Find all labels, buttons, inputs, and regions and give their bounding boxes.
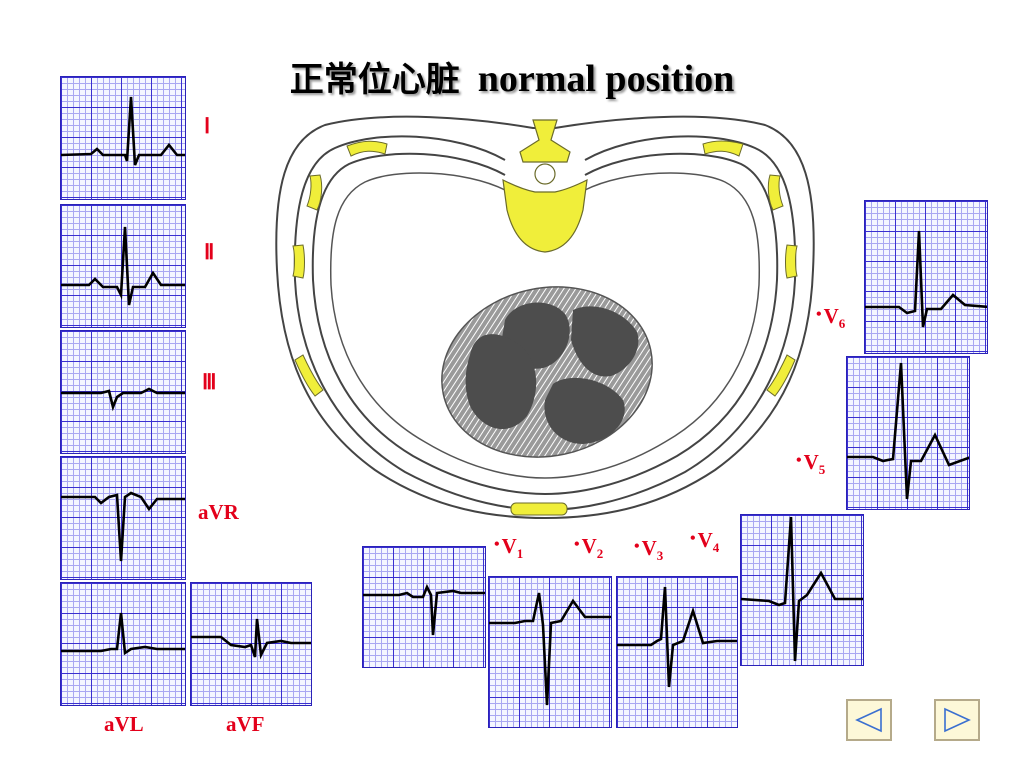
ecg-lead-aVR <box>60 456 186 580</box>
triangle-right-icon <box>944 707 971 733</box>
label-lead-III: Ⅲ <box>202 370 217 394</box>
triangle-left-icon <box>855 707 882 733</box>
label-lead-II: Ⅱ <box>204 240 215 264</box>
label-lead-V6: •V6 <box>816 304 846 332</box>
label-lead-aVL: aVL <box>104 712 144 736</box>
electrode-dot-icon: • <box>816 306 822 323</box>
ecg-lead-V4 <box>740 514 864 666</box>
label-lead-aVF: aVF <box>226 712 265 736</box>
label-lead-aVR: aVR <box>198 500 239 524</box>
electrode-dot-icon: • <box>494 536 500 553</box>
electrode-dot-icon: • <box>690 530 696 547</box>
label-lead-V4: •V4 <box>690 528 720 556</box>
ecg-lead-V5 <box>846 356 970 510</box>
label-lead-V1: •V1 <box>494 534 524 562</box>
chest-cross-section <box>275 115 815 520</box>
title-english: normal position <box>477 58 735 100</box>
page-title: 正常位心脏 normal position <box>0 52 1024 101</box>
ecg-lead-III <box>60 330 186 454</box>
label-lead-V3: •V3 <box>634 536 664 564</box>
ecg-lead-aVF <box>190 582 312 706</box>
electrode-dot-icon: • <box>574 536 580 553</box>
label-lead-V5: •V5 <box>796 450 826 478</box>
ecg-lead-V3 <box>616 576 738 728</box>
ecg-lead-V6 <box>864 200 988 354</box>
ecg-lead-V1 <box>362 546 486 668</box>
ecg-lead-I <box>60 76 186 200</box>
ecg-lead-aVL <box>60 582 186 706</box>
electrode-dot-icon: • <box>796 452 802 469</box>
next-slide-button[interactable] <box>934 699 980 741</box>
electrode-dot-icon: • <box>634 538 640 555</box>
label-lead-V2: •V2 <box>574 534 604 562</box>
prev-slide-button[interactable] <box>846 699 892 741</box>
ecg-lead-II <box>60 204 186 328</box>
title-chinese: 正常位心脏 <box>289 60 460 100</box>
label-lead-I: Ⅰ <box>204 114 211 138</box>
ecg-lead-V2 <box>488 576 612 728</box>
